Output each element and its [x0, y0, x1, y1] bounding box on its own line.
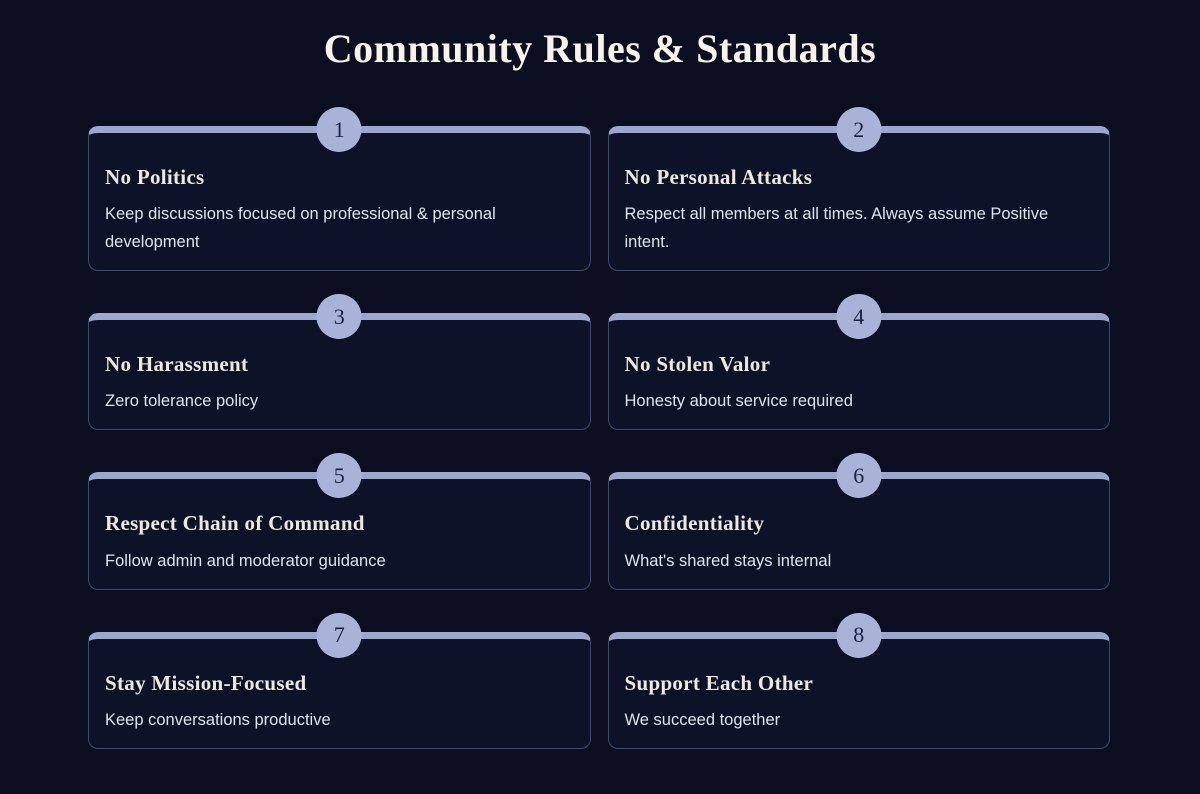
rules-grid: 1 No Politics Keep discussions focused o… — [0, 107, 1200, 749]
rule-description: Respect all members at all times. Always… — [624, 205, 1049, 252]
rule-title: No Stolen Valor — [624, 352, 771, 377]
rule-number-badge: 6 — [836, 453, 882, 499]
rule-card-confidentiality: 6 Confidentiality What's shared stays in… — [607, 453, 1110, 590]
rule-title: Confidentiality — [624, 511, 765, 536]
rule-number-badge: 3 — [316, 294, 362, 340]
rule-card-no-politics: 1 No Politics Keep discussions focused o… — [88, 107, 591, 272]
rule-title: Respect Chain of Command — [105, 511, 365, 536]
rule-title: No Personal Attacks — [624, 165, 813, 189]
rule-card-no-harassment: 3 No Harassment Zero tolerance policy — [88, 294, 591, 431]
rule-number-badge: 4 — [836, 294, 882, 340]
rule-card-respect-chain-of-command: 5 Respect Chain of Command Follow admin … — [88, 453, 591, 590]
rule-title: Stay Mission-Focused — [105, 670, 307, 695]
rule-card-no-stolen-valor: 4 No Stolen Valor Honesty about service … — [607, 294, 1110, 431]
rule-title: No Harassment — [105, 352, 249, 377]
rule-description: Zero tolerance policy — [105, 392, 259, 411]
rule-title: No Politics — [105, 165, 205, 189]
rule-card-support-each-other: 8 Support Each Other We succeed together — [607, 612, 1110, 749]
rule-number-badge: 2 — [836, 107, 882, 152]
rule-description: Honesty about service required — [624, 392, 853, 411]
rule-card-stay-mission-focused: 7 Stay Mission-Focused Keep conversation… — [88, 612, 591, 749]
rule-description: Follow admin and moderator guidance — [105, 551, 386, 570]
rule-number-badge: 8 — [836, 612, 882, 658]
rule-description: Keep conversations productive — [105, 710, 331, 729]
page-title: Community Rules & Standards — [323, 26, 877, 71]
rule-title: Support Each Other — [624, 670, 814, 695]
rule-number-badge: 7 — [316, 612, 362, 658]
rule-description: We succeed together — [624, 710, 781, 729]
rule-number-badge: 5 — [316, 453, 362, 499]
rule-description: What's shared stays internal — [624, 551, 832, 570]
rule-number-badge: 1 — [316, 107, 362, 152]
rule-description: Keep discussions focused on professional… — [105, 205, 496, 252]
rule-card-no-personal-attacks: 2 No Personal Attacks Respect all member… — [607, 107, 1110, 272]
